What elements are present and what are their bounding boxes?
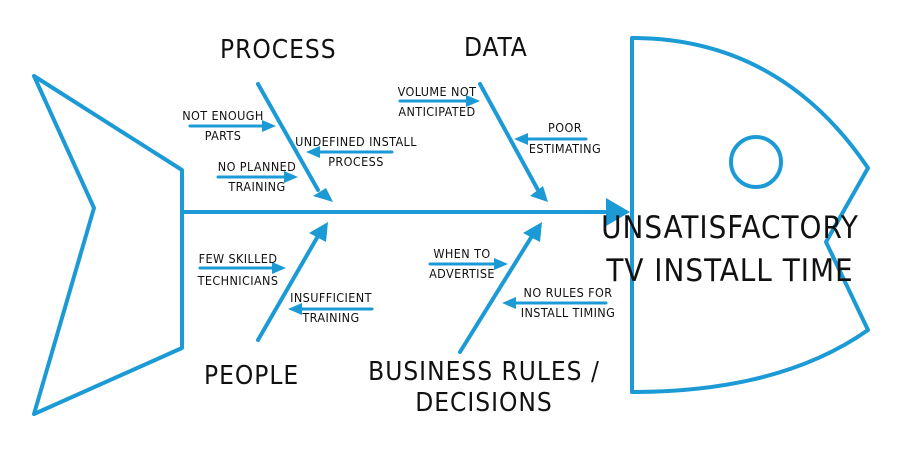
cause-arrowhead-no-planned-training bbox=[284, 171, 298, 183]
cause-label-line1: VOLUME NOT bbox=[398, 84, 477, 99]
cause-arrowhead-poor-estimating bbox=[514, 133, 528, 145]
cause-label-line1: WHEN TO bbox=[433, 246, 490, 261]
bone-people-arrowhead bbox=[309, 222, 328, 242]
category-business-rules-line2: DECISIONS bbox=[415, 388, 553, 418]
cause-arrowhead-undefined-install-process bbox=[306, 146, 320, 158]
category-process: PROCESS bbox=[220, 35, 337, 65]
cause-label-line2: ESTIMATING bbox=[529, 141, 601, 156]
cause-label-line2: TRAINING bbox=[301, 310, 359, 325]
bone-data bbox=[478, 82, 540, 192]
problem-statement-line2: TV INSTALL TIME bbox=[605, 253, 853, 289]
cause-arrowhead-not-enough-parts bbox=[262, 120, 276, 132]
cause-label-line2: ANTICIPATED bbox=[398, 104, 475, 119]
cause-label-line2: INSTALL TIMING bbox=[521, 305, 615, 320]
bone-business-rules bbox=[458, 234, 534, 354]
cause-label-line1: NOT ENOUGH bbox=[182, 108, 263, 123]
bone-process-arrowhead bbox=[313, 188, 333, 202]
category-people: PEOPLE bbox=[204, 361, 299, 391]
cause-label-line1: FEW SKILLED bbox=[199, 251, 278, 266]
cause-arrowhead-when-to-advertise bbox=[494, 258, 508, 270]
category-business-rules-line1: BUSINESS RULES / bbox=[368, 357, 600, 387]
cause-arrowhead-few-skilled-technicians bbox=[272, 262, 286, 274]
cause-label-line1: INSUFFICIENT bbox=[290, 290, 372, 305]
category-data: DATA bbox=[464, 33, 528, 63]
fish-tail bbox=[32, 74, 184, 416]
spine-arrowhead bbox=[606, 198, 630, 226]
bone-people bbox=[256, 234, 320, 342]
cause-label-line1: UNDEFINED INSTALL bbox=[295, 134, 417, 149]
cause-arrowhead-volume-not-anticipated bbox=[466, 95, 480, 107]
problem-statement-line1: UNSATISFACTORY bbox=[601, 210, 859, 246]
cause-label-line2: ADVERTISE bbox=[429, 266, 495, 281]
cause-arrowhead-no-rules-for-install-timing bbox=[502, 297, 516, 309]
cause-label-line2: TECHNICIANS bbox=[197, 273, 279, 288]
bone-data-arrowhead bbox=[530, 186, 548, 202]
cause-label-line1: NO RULES FOR bbox=[524, 285, 613, 300]
cause-arrowhead-insufficient-training bbox=[288, 303, 302, 315]
fish-head bbox=[630, 36, 870, 394]
fish-eye bbox=[729, 135, 783, 189]
cause-label-line1: NO PLANNED bbox=[218, 159, 296, 174]
bone-process bbox=[256, 82, 320, 192]
cause-label-line2: PARTS bbox=[205, 128, 242, 143]
bone-business-rules-arrowhead bbox=[523, 222, 542, 242]
cause-label-line2: PROCESS bbox=[328, 154, 384, 169]
cause-label-line1: POOR bbox=[548, 120, 582, 135]
cause-label-line2: TRAINING bbox=[227, 179, 285, 194]
